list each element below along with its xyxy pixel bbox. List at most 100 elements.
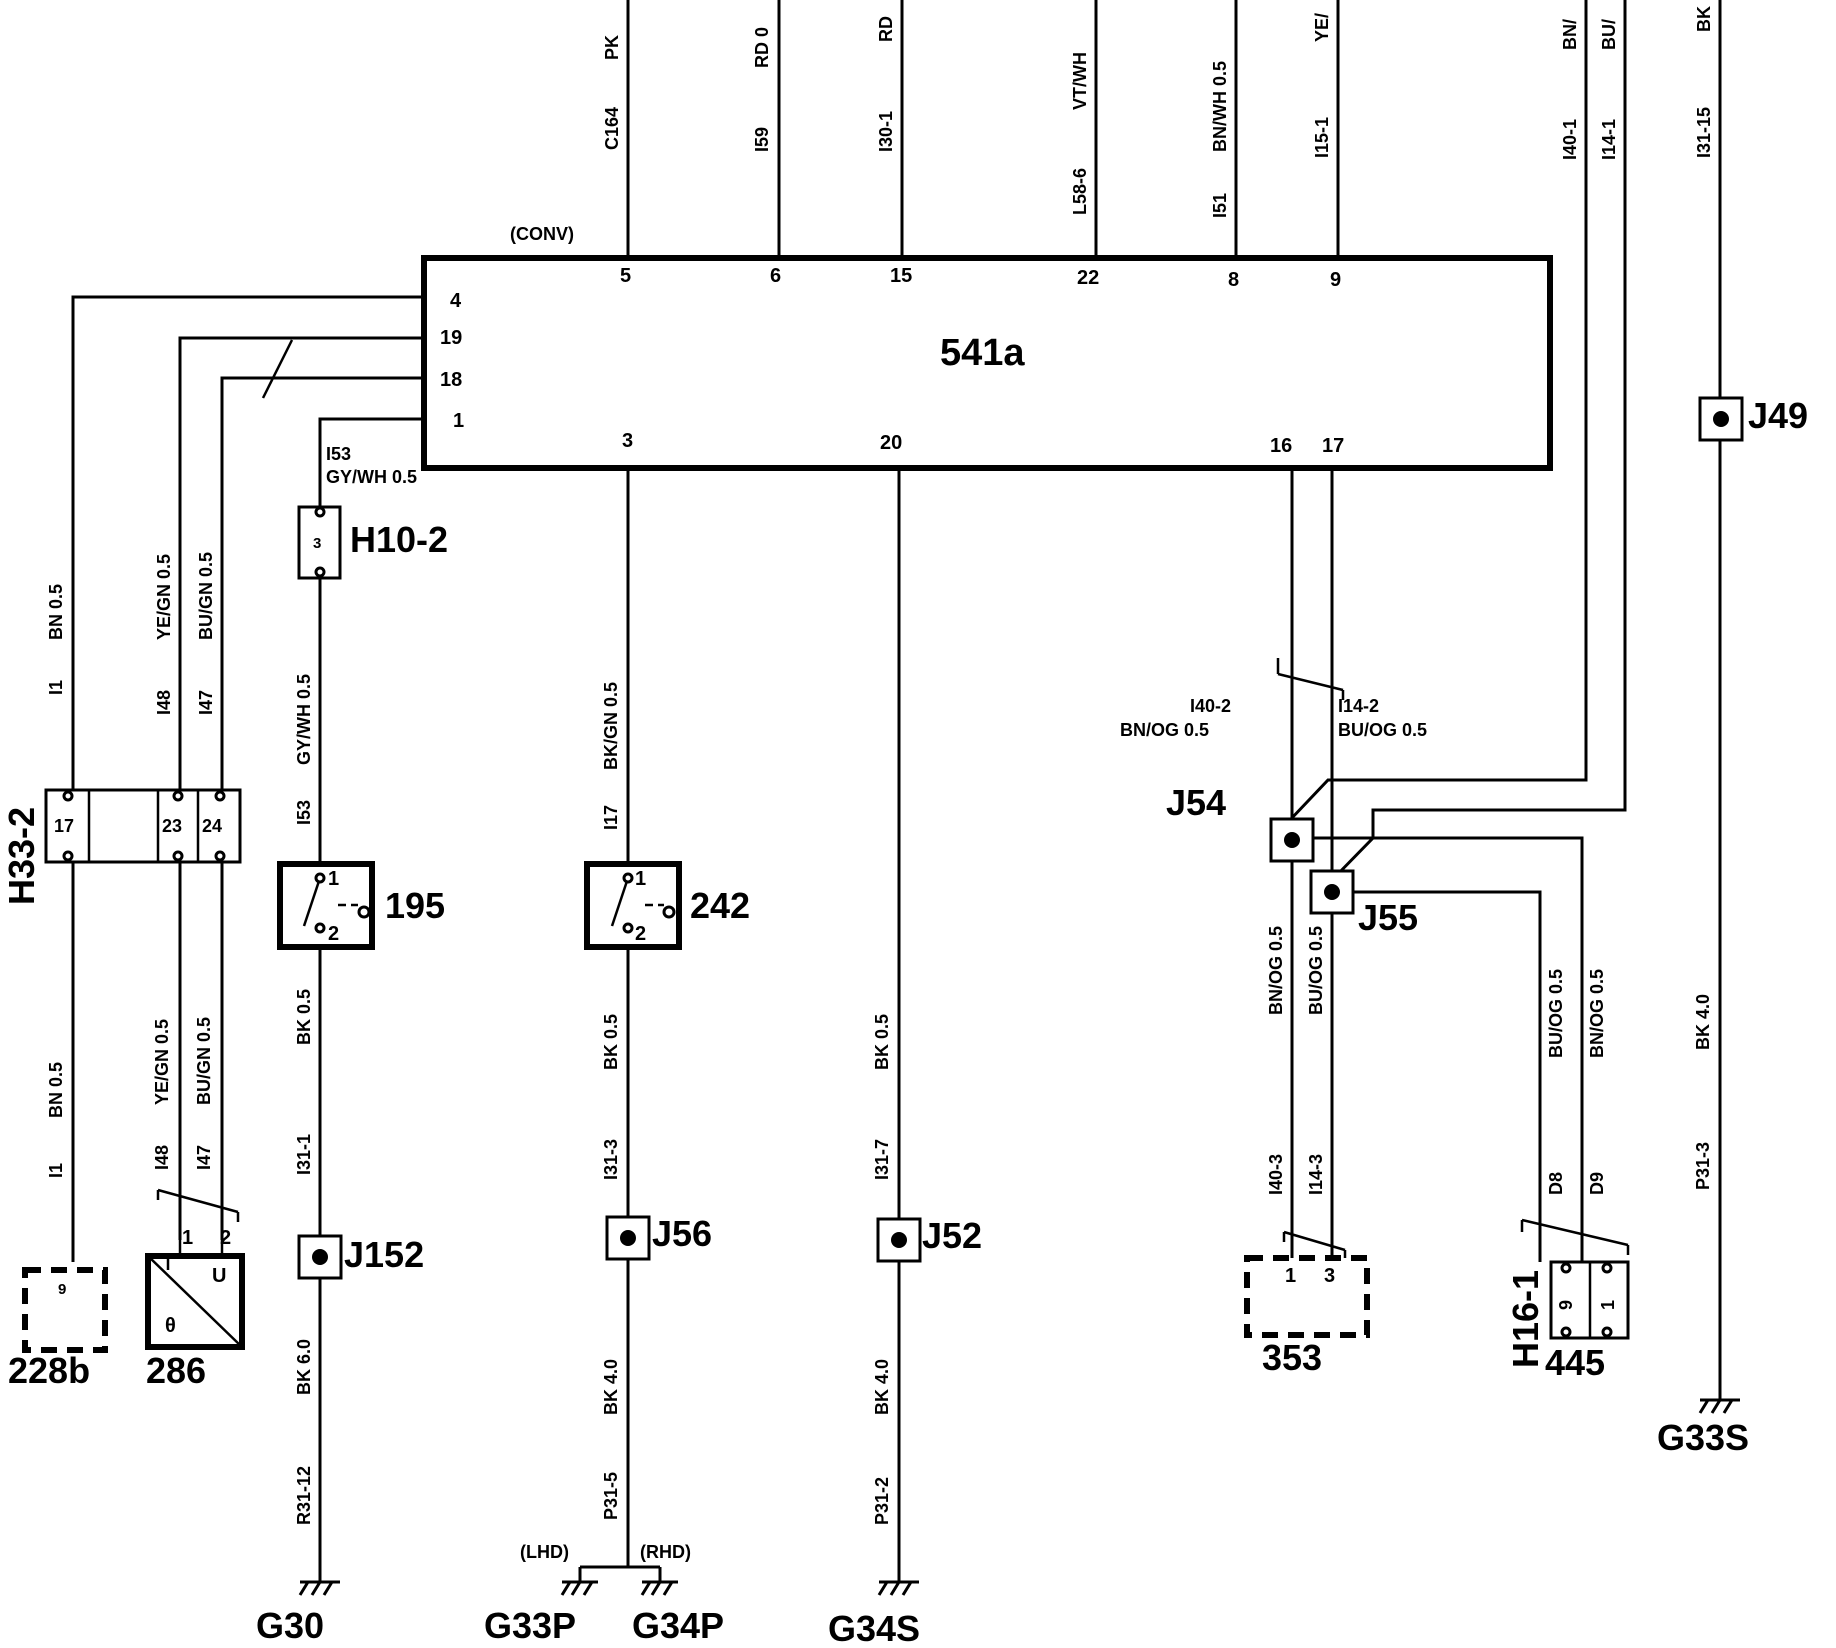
- label-p31-5-color: BK 4.0: [601, 1359, 621, 1415]
- switch-242-pin1: 1: [635, 868, 646, 890]
- label-l58-6-circuit: L58-6: [1070, 168, 1090, 215]
- splice-j54[interactable]: J54: [1166, 782, 1315, 863]
- wire-i1-top[interactable]: [71, 295, 421, 790]
- ground-g33p[interactable]: G33P: [484, 1580, 598, 1646]
- switch-242-contact: [610, 877, 630, 927]
- twisted-pair-mark-mid: [1277, 672, 1344, 692]
- component-353-label: 353: [1262, 1337, 1322, 1378]
- label-i14-3-circuit: I14-3: [1306, 1154, 1326, 1195]
- wire-i40-1[interactable]: [1288, 0, 1588, 822]
- switch-195-pin2: 2: [328, 923, 339, 945]
- wire-i48-top[interactable]: [178, 336, 421, 790]
- wire-d9[interactable]: [1312, 836, 1584, 1262]
- label-i31-7-color: BK 0.5: [872, 1014, 892, 1070]
- pin-terminal: [214, 850, 226, 862]
- label-i40-2-circuit: I40-2: [1190, 696, 1231, 716]
- switch-195[interactable]: 1 2 195: [277, 861, 445, 950]
- label-i51-circuit: I51: [1210, 193, 1230, 218]
- connector-h33-2-pin: 23: [162, 816, 182, 836]
- twisted-pair-mark-bottom: [157, 1188, 239, 1214]
- connector-h16-1-pin: 1: [1598, 1300, 1618, 1310]
- ground-g34s-label: G34S: [828, 1608, 920, 1648]
- ground-g34s[interactable]: G34S: [828, 1580, 920, 1648]
- label-i1-bottom-circuit: I1: [46, 1163, 66, 1178]
- label-d9-circuit: D9: [1587, 1172, 1607, 1195]
- connector-h16-1[interactable]: 9 1 H16-1 445: [1505, 1260, 1630, 1383]
- component-228b[interactable]: 9 228b: [8, 1267, 108, 1391]
- connector-h33-2[interactable]: 17 23 24 H33-2: [1, 788, 242, 905]
- splice-j152-label: J152: [344, 1234, 424, 1275]
- twisted-pair-mark-d: [1521, 1218, 1629, 1247]
- label-i40-3-circuit: I40-3: [1266, 1154, 1286, 1195]
- label-d8-color: BU/OG 0.5: [1546, 969, 1566, 1058]
- splice-j52-body[interactable]: [876, 1217, 922, 1263]
- switch-242[interactable]: 1 2 242: [584, 861, 750, 950]
- ground-icon: [640, 1580, 678, 1596]
- twisted-pair-ticks: [156, 1190, 240, 1222]
- module-pin-16: 16: [1270, 435, 1292, 457]
- switch-195-actuator-knob: [357, 905, 371, 919]
- module-541a-label: 541a: [940, 332, 1025, 374]
- splice-j49[interactable]: J49: [1698, 395, 1808, 442]
- label-r31-12-color: BK 6.0: [294, 1339, 314, 1395]
- wire-i53-top[interactable]: [318, 417, 421, 507]
- label-i14-1-circuit: I14-1: [1599, 119, 1619, 160]
- connector-h10-2-pin: 3: [313, 535, 321, 552]
- splice-dot: [1284, 832, 1300, 848]
- splice-j52[interactable]: J52: [876, 1215, 982, 1263]
- component-353-pin3: 3: [1324, 1265, 1335, 1287]
- splice-j55-label: J55: [1358, 897, 1418, 938]
- switch-195-contact: [302, 877, 322, 927]
- pin-terminal: [314, 922, 326, 934]
- ground-g30[interactable]: G30: [256, 1580, 340, 1646]
- component-228b-label: 228b: [8, 1350, 90, 1391]
- switch-195-body[interactable]: [277, 861, 375, 950]
- module-pin-19: 19: [440, 327, 462, 349]
- right-wires: I40-2 BN/OG 0.5 I14-2 BU/OG 0.5 BN/OG 0.…: [1120, 470, 1630, 1262]
- module-pin-17: 17: [1322, 435, 1344, 457]
- component-353[interactable]: 1 3 353: [1244, 1255, 1370, 1378]
- splice-j56[interactable]: J56: [605, 1213, 712, 1261]
- wire-d8[interactable]: [1353, 890, 1542, 1262]
- label-i47-bottom-color: BU/GN 0.5: [194, 1017, 214, 1105]
- lhd-label: (LHD): [520, 1542, 569, 1562]
- component-286[interactable]: 1 2 U θ 286: [145, 1227, 245, 1391]
- component-286-symbol-theta: θ: [165, 1315, 176, 1337]
- label-i14-2-circuit: I14-2: [1338, 696, 1379, 716]
- label-i40-3-color: BN/OG 0.5: [1266, 926, 1286, 1015]
- ground-icon: [1698, 1398, 1740, 1414]
- connector-h33-2-body[interactable]: [44, 788, 242, 864]
- pin-terminal: [314, 506, 326, 518]
- left-wires: I1 BN 0.5 I48 YE/GN 0.5 I47 BU/GN 0.5 I5…: [46, 295, 421, 1262]
- wire-i14-1[interactable]: [1330, 0, 1627, 882]
- label-i48-bottom-circuit: I48: [152, 1145, 172, 1170]
- twisted-pair-ticks-mid: [1276, 658, 1345, 700]
- connector-h10-2-label: H10-2: [350, 519, 448, 560]
- module-541a-body[interactable]: [421, 255, 1553, 471]
- label-i59-circuit: I59: [752, 127, 772, 152]
- module-541a[interactable]: 541a (CONV) 5 6 15 22 8 9 4 19 18 1 3 20…: [421, 224, 1553, 471]
- pin-terminal: [1560, 1262, 1572, 1274]
- wire-i47-top[interactable]: [220, 376, 421, 790]
- component-228b-body[interactable]: [22, 1267, 108, 1353]
- splice-j55[interactable]: J55: [1309, 869, 1418, 938]
- ground-g34p[interactable]: G34P: [632, 1580, 724, 1646]
- wire-p31-5-drops[interactable]: [578, 1567, 662, 1582]
- component-353-body[interactable]: [1244, 1255, 1370, 1338]
- label-i14-3-color: BU/OG 0.5: [1306, 926, 1326, 1015]
- label-i31-3-circuit: I31-3: [601, 1139, 621, 1180]
- label-i31-15-color: BK: [1694, 6, 1714, 32]
- connector-h10-2-body[interactable]: [297, 505, 342, 580]
- ground-g33s[interactable]: G33S: [1657, 1398, 1749, 1458]
- label-i40-1-color: BN/: [1560, 19, 1580, 50]
- label-d8-circuit: D8: [1546, 1172, 1566, 1195]
- component-445-label: 445: [1545, 1342, 1605, 1383]
- pin-terminal: [172, 790, 184, 802]
- module-pin-18: 18: [440, 369, 462, 391]
- module-pin-8: 8: [1228, 269, 1239, 291]
- splice-j152[interactable]: J152: [297, 1234, 424, 1280]
- connector-h33-2-pin: 17: [54, 816, 74, 836]
- label-p31-3-color: BK 4.0: [1693, 994, 1713, 1050]
- switch-242-label: 242: [690, 885, 750, 926]
- connector-h10-2[interactable]: 3 H10-2: [297, 505, 448, 580]
